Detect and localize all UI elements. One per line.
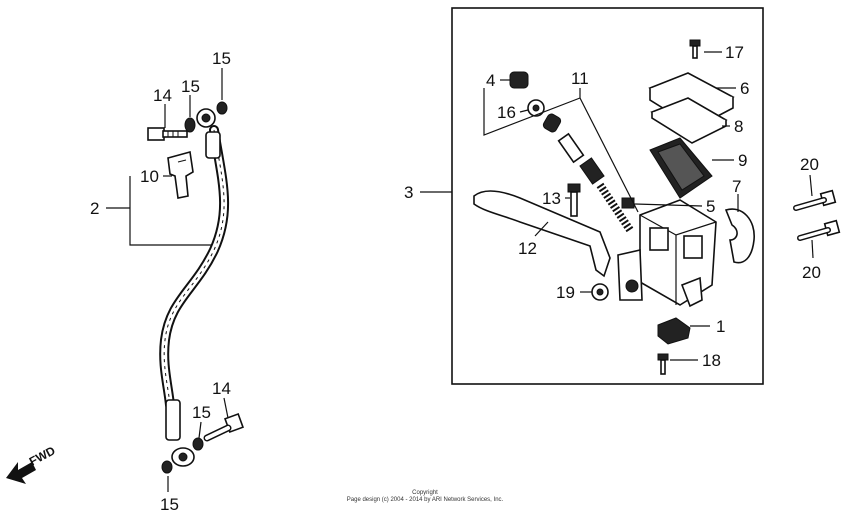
brake-light-switch bbox=[657, 317, 691, 345]
callout-8: 8 bbox=[734, 117, 743, 136]
handlebar-clamp bbox=[724, 208, 755, 264]
brake-hose bbox=[159, 108, 230, 467]
callout-14-upper: 14 bbox=[153, 86, 172, 105]
banjo-bolt-upper bbox=[147, 127, 188, 141]
callout-15-upper: 15 bbox=[181, 77, 200, 96]
diaphragm bbox=[649, 137, 713, 199]
callout-15-top: 15 bbox=[212, 49, 231, 68]
callout-16: 16 bbox=[497, 103, 516, 122]
forward-arrow: FWD bbox=[6, 443, 58, 484]
callout-18: 18 bbox=[702, 351, 721, 370]
brake-lever bbox=[473, 190, 611, 278]
lever-pivot-bolt bbox=[567, 183, 581, 217]
master-cylinder-body bbox=[617, 199, 717, 308]
callout-15-bottom: 15 bbox=[160, 495, 179, 514]
callout-1: 1 bbox=[716, 317, 725, 336]
assembly-frame bbox=[451, 7, 764, 385]
callout-14-lower: 14 bbox=[212, 379, 231, 398]
forward-arrow-icon bbox=[6, 462, 36, 484]
callout-labels: 15 14 15 10 2 14 15 15 3 4 16 11 17 6 8 … bbox=[90, 43, 821, 514]
fwd-label: FWD bbox=[27, 443, 58, 468]
callout-5: 5 bbox=[706, 197, 715, 216]
switch-screw bbox=[657, 353, 669, 375]
callout-20-lower: 20 bbox=[802, 263, 821, 282]
callout-11: 11 bbox=[571, 69, 589, 88]
callout-3: 3 bbox=[404, 183, 413, 202]
callout-7: 7 bbox=[732, 177, 741, 196]
banjo-bolt-lower bbox=[203, 413, 244, 442]
washer-upper-left bbox=[184, 117, 196, 133]
clamp-bolt-lower bbox=[797, 219, 841, 241]
diaphragm-plate bbox=[650, 97, 728, 144]
callout-6: 6 bbox=[740, 79, 749, 98]
callout-13: 13 bbox=[542, 189, 561, 208]
callout-9: 9 bbox=[738, 151, 747, 170]
washer-bottom bbox=[161, 460, 173, 474]
callout-15-lower: 15 bbox=[192, 403, 211, 422]
washer-top bbox=[216, 101, 228, 115]
piston-set bbox=[509, 71, 634, 233]
washer-lower-right bbox=[192, 437, 204, 451]
callout-4: 4 bbox=[486, 71, 495, 90]
copyright-line-2: Page design (c) 2004 - 2014 by ARI Netwo… bbox=[347, 497, 504, 503]
callout-12: 12 bbox=[518, 239, 537, 258]
callout-17: 17 bbox=[725, 43, 744, 62]
clamp-bolt-upper bbox=[793, 189, 837, 211]
three-way-joint bbox=[167, 150, 194, 199]
cap-screw bbox=[689, 39, 701, 59]
callout-19: 19 bbox=[556, 283, 575, 302]
callout-2: 2 bbox=[90, 199, 99, 218]
lever-nut bbox=[591, 283, 609, 301]
callout-10: 10 bbox=[140, 167, 159, 186]
leader-lines bbox=[106, 51, 814, 492]
callout-20-upper: 20 bbox=[800, 155, 819, 174]
copyright-line-1: Copyright bbox=[412, 490, 438, 496]
